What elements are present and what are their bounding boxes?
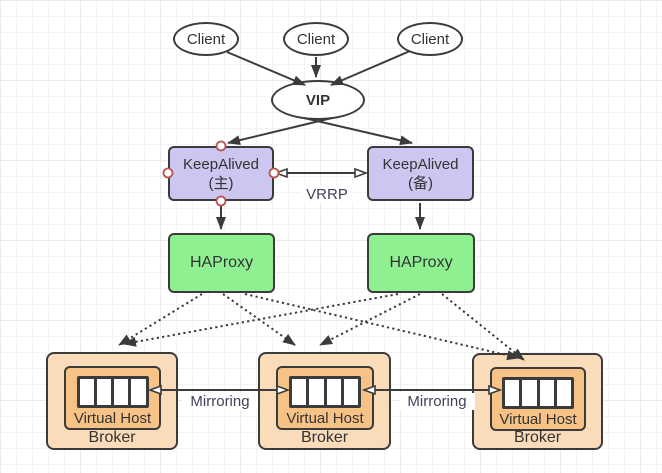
node-broker-2[interactable]: Virtual Host Broker [258,352,391,450]
node-broker-1[interactable]: Virtual Host Broker [46,352,178,450]
keepalived-backup-name: KeepAlived [382,155,459,173]
node-haproxy-1[interactable]: HAProxy [168,233,275,293]
node-client-2[interactable]: Client [283,22,349,56]
queue-icon [502,377,574,409]
node-haproxy-2[interactable]: HAProxy [367,233,475,293]
edge-haproxy2-broker1[interactable] [123,293,399,347]
node-broker-3[interactable]: Virtual Host Broker [472,353,603,450]
queue-icon [76,376,149,408]
vrrp-edge-label: VRRP [300,186,354,203]
mirroring-edge-label-1: Mirroring [182,393,258,410]
haproxy-label: HAProxy [189,254,254,271]
virtual-host-label: Virtual Host [499,411,577,428]
edge-vip-keepalived-backup[interactable] [303,117,413,146]
node-keepalived-primary[interactable]: KeepAlived (主) [168,146,274,201]
virtual-host-box[interactable]: Virtual Host [276,366,374,430]
edge-haproxy2-broker2[interactable] [319,293,421,346]
broker-label: Broker [513,429,562,446]
virtual-host-box[interactable]: Virtual Host [64,366,161,430]
edge-haproxy1-broker1[interactable] [118,293,203,346]
client-label: Client [186,30,226,48]
client-label: Client [410,30,450,48]
node-keepalived-backup[interactable]: KeepAlived (备) [367,146,474,201]
edge-haproxy2-broker3[interactable] [441,293,525,361]
broker-label: Broker [88,429,136,446]
mirroring-edge-label-2: Mirroring [399,393,475,410]
vip-label: VIP [305,91,331,109]
edge-client1-vip[interactable] [226,51,306,86]
broker-label: Broker [300,429,349,446]
edge-vip-keepalived-primary[interactable] [227,117,333,146]
queue-icon [289,376,361,408]
keepalived-backup-role: (备) [407,174,433,192]
client-label: Client [296,30,336,48]
edge-haproxy1-broker2[interactable] [222,293,296,346]
keepalived-primary-role: (主) [208,174,234,192]
virtual-host-box[interactable]: Virtual Host [490,367,586,431]
node-client-3[interactable]: Client [397,22,463,56]
edge-haproxy1-broker3[interactable] [244,293,520,361]
virtual-host-label: Virtual Host [286,410,364,427]
node-vip[interactable]: VIP [271,80,365,120]
node-client-1[interactable]: Client [173,22,239,56]
virtual-host-label: Virtual Host [73,410,152,427]
edge-client3-vip[interactable] [330,50,411,86]
keepalived-primary-name: KeepAlived [183,155,259,173]
haproxy-label: HAProxy [389,254,453,271]
